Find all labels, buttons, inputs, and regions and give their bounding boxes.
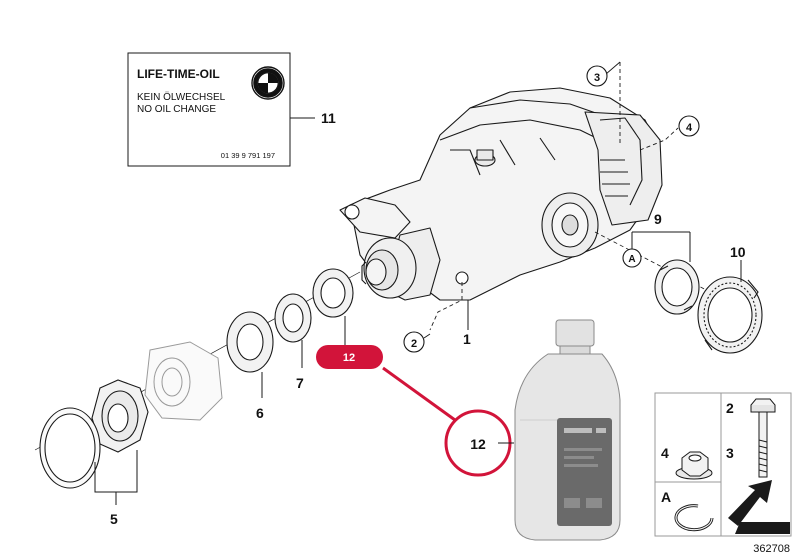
callout-4: 4 [686,122,693,134]
seal-ring-7 [274,293,312,343]
bolt-icon [750,398,776,478]
label-title: LIFE-TIME-OIL [137,67,220,81]
bmw-logo-icon [251,66,285,100]
direction-arrow-icon [728,480,790,534]
callout-a: A [628,254,635,265]
callout-a-circle: A [622,248,642,268]
label-line-1: KEIN ÖLWECHSEL [137,91,226,103]
highlight-badge-12[interactable]: 12 [316,345,383,369]
callout-9: 9 [654,211,662,227]
washer-5 [39,407,101,489]
callout-3: 3 [594,72,600,84]
lifetime-oil-label-card: LIFE-TIME-OIL KEIN ÖLWECHSEL NO OIL CHAN… [127,52,291,167]
legend-nut-alt-number: 3 [726,445,734,461]
shaft-seal-9 [654,259,700,315]
diagram-id: 362708 [753,543,790,555]
label-line-2: NO OIL CHANGE [137,104,216,115]
legend-bolt-number: 2 [726,400,734,416]
label-part-number: 01 39 9 791 197 [221,151,275,160]
legend-ring-letter: A [661,489,671,505]
callout-11: 11 [321,110,336,126]
circlip-icon [674,504,714,532]
callout-4-circle: 4 [678,115,700,137]
callout-5: 5 [110,511,118,527]
nut-icon [675,451,713,480]
callout-7: 7 [296,375,304,391]
oil-bottle [514,319,621,541]
highlight-badge-label: 12 [343,352,355,364]
callout-1: 1 [463,331,471,347]
differential-housing [339,87,663,301]
callout-3-circle: 3 [586,65,608,87]
highlight-circle-label: 12 [470,436,486,452]
drive-flange [144,341,223,421]
callout-2: 2 [411,338,417,350]
callout-6: 6 [256,405,264,421]
legend-nut-number: 4 [661,445,669,461]
callout-10: 10 [730,244,746,260]
seal-ring-6 [226,311,274,373]
collar-nut-5 [91,379,149,453]
threaded-ring-10 [697,276,763,354]
callout-2-circle: 2 [403,331,425,353]
seal-ring-12 [312,268,354,318]
